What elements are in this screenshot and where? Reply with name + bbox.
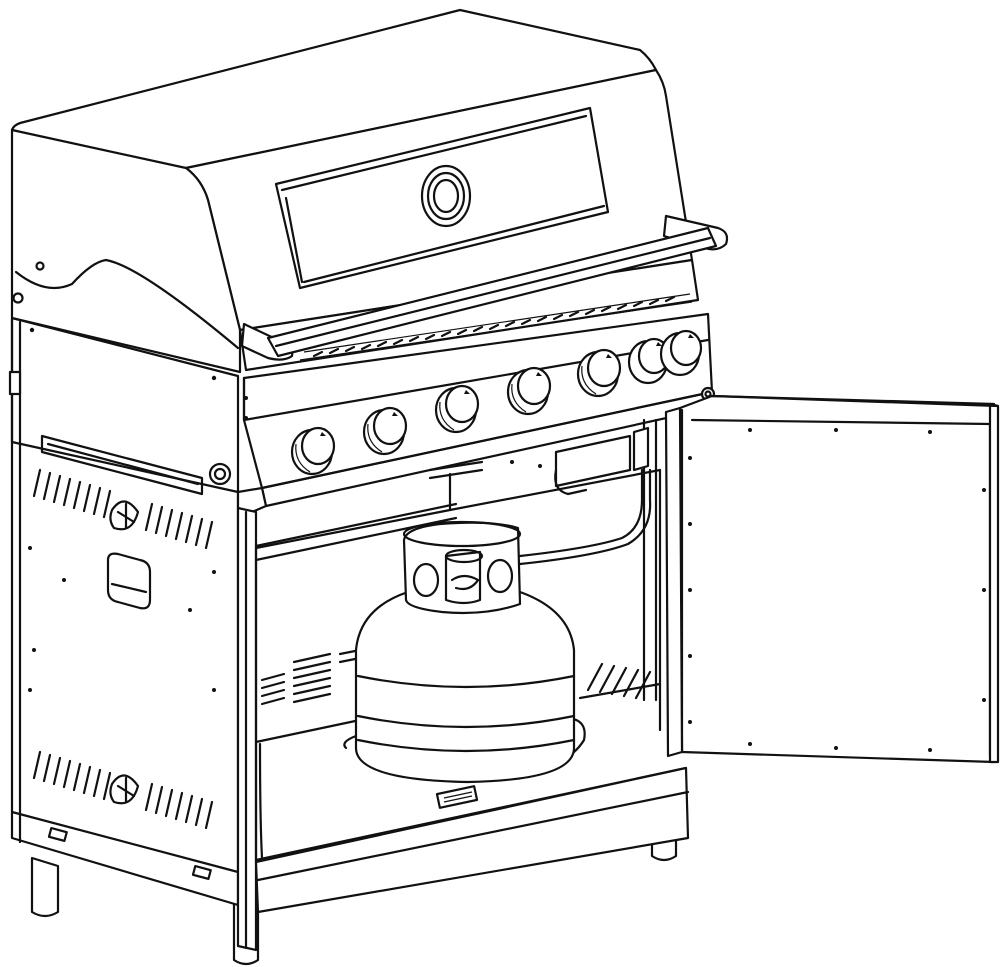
front-right-post bbox=[664, 406, 684, 758]
lower-vents bbox=[32, 750, 214, 830]
door-rivets bbox=[688, 428, 986, 752]
left-front-leg bbox=[30, 856, 60, 918]
front-bottom-rail bbox=[254, 766, 690, 914]
rotisserie-knob bbox=[659, 329, 703, 377]
tank-valve bbox=[444, 550, 482, 605]
upper-burner-hole bbox=[109, 500, 140, 531]
lower-burner-hole bbox=[109, 774, 140, 805]
grill-hood bbox=[10, 8, 700, 374]
left-panel-bottom-band bbox=[10, 810, 240, 874]
hood-left-side bbox=[10, 128, 242, 374]
left-side-panel bbox=[8, 316, 240, 907]
control-panel bbox=[236, 312, 716, 514]
side-handle bbox=[40, 434, 204, 496]
door-edge bbox=[988, 402, 1000, 764]
burner-knob-5 bbox=[576, 348, 622, 398]
upper-vents bbox=[32, 468, 214, 550]
panel-cutout bbox=[106, 552, 152, 610]
tank-handle-hole-right bbox=[486, 558, 514, 594]
hood-handle bbox=[240, 214, 729, 361]
left-panel-outline bbox=[10, 316, 240, 907]
propane-tank bbox=[354, 520, 576, 784]
temperature-gauge bbox=[420, 164, 472, 228]
cabinet-back-wall bbox=[254, 468, 662, 732]
tank-handle-hole-left bbox=[412, 562, 440, 598]
burner-knob-1 bbox=[290, 426, 336, 476]
door-panel bbox=[678, 394, 996, 764]
left-panel-screws bbox=[28, 327, 217, 692]
burner-knob-3 bbox=[434, 384, 480, 434]
open-right-door bbox=[678, 394, 1000, 764]
burner-knob-4 bbox=[506, 366, 552, 416]
burner-knob-2 bbox=[362, 406, 408, 456]
gas-hose bbox=[518, 468, 652, 566]
hood-side-curve bbox=[14, 258, 240, 350]
ignition-module bbox=[208, 462, 232, 486]
hood-vent-slots bbox=[299, 293, 693, 361]
